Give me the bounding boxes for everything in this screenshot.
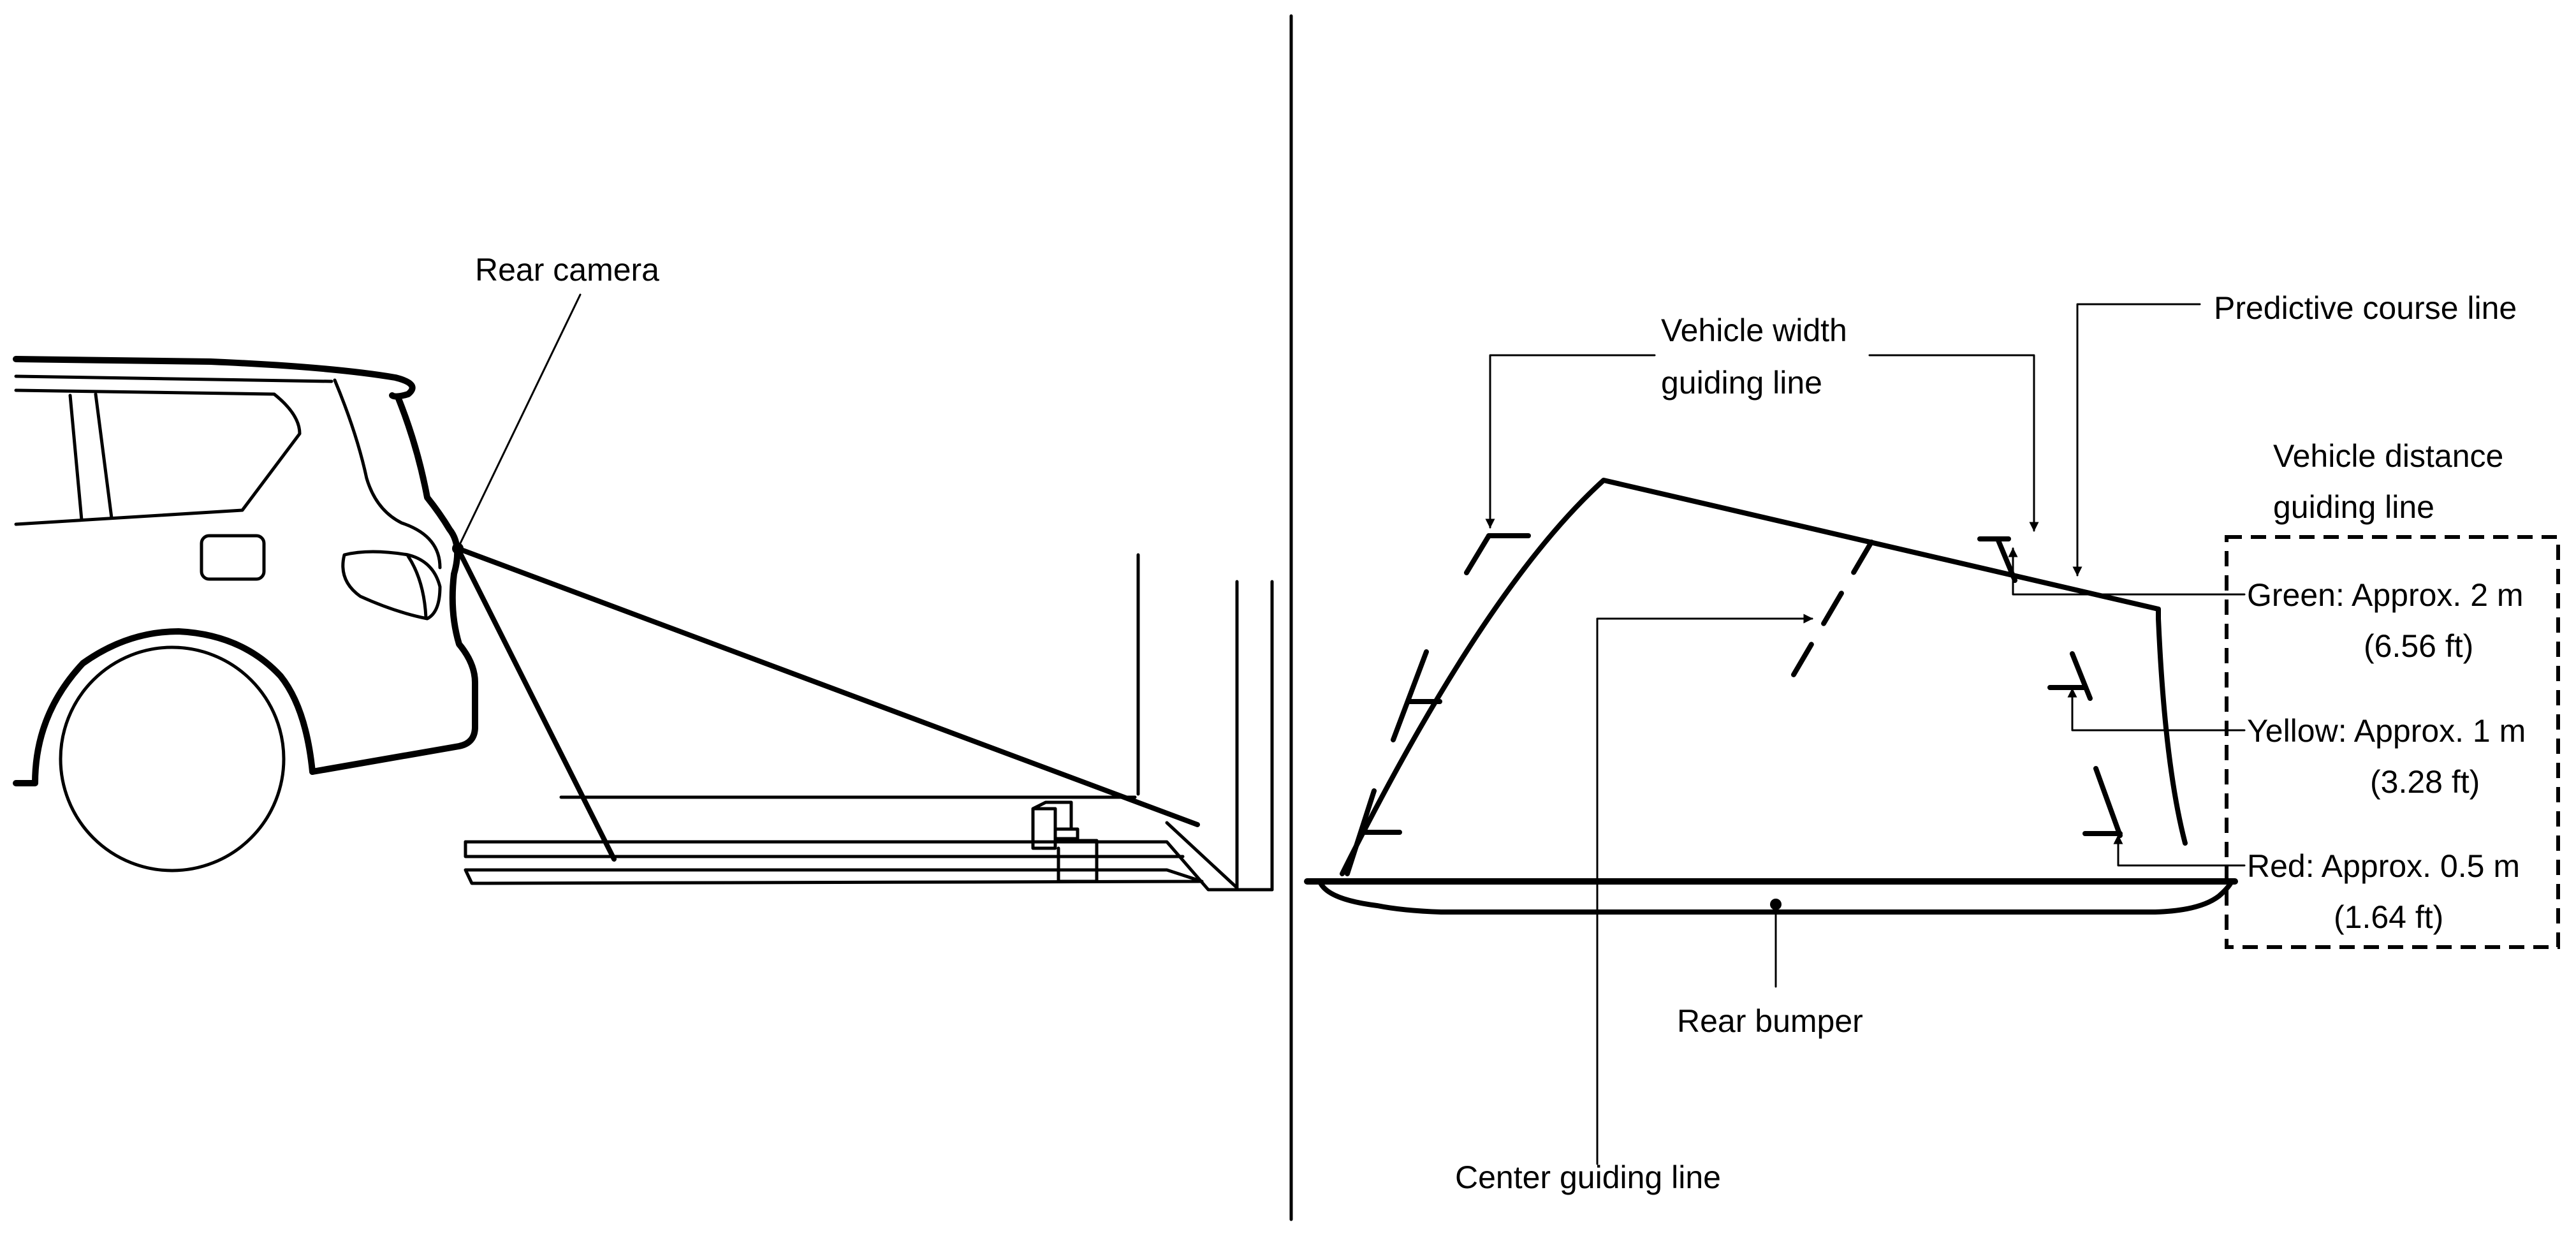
yellow-distance-ft: (3.28 ft) xyxy=(2370,764,2480,800)
camera-lower-ray xyxy=(455,546,617,862)
rear-bumper-outline xyxy=(1317,879,2234,915)
tail-lamp-edge xyxy=(406,554,428,619)
left-width-seg-3 xyxy=(1464,533,1491,575)
fuel-door xyxy=(200,534,266,581)
roof-rail xyxy=(14,374,333,383)
vehicle-roof xyxy=(13,356,416,400)
vehicle-width-leader-left xyxy=(1485,354,1656,529)
vehicle-side-view: Rear camera xyxy=(13,252,1274,892)
green-leader xyxy=(2008,547,2246,596)
tail-lamp xyxy=(341,550,442,621)
vehicle-distance-label-2: guiding line xyxy=(2273,489,2434,525)
rear-pillar xyxy=(333,378,442,570)
predictive-course-leader xyxy=(2072,303,2201,577)
center-guiding-label: Center guiding line xyxy=(1455,1159,1721,1195)
center-guiding-leader xyxy=(1596,614,1813,1165)
rear-bumper-label: Rear bumper xyxy=(1677,1003,1863,1039)
vehicle-width-label-2: guiding line xyxy=(1661,365,1822,401)
camera-screen-view: Rear bumper Center guiding line xyxy=(1304,290,2560,1195)
ground-edge-top xyxy=(464,840,1274,892)
tailgate xyxy=(309,395,478,775)
rear-wheel xyxy=(59,645,286,872)
camera-upper-ray xyxy=(455,546,1200,827)
side-window xyxy=(14,388,302,526)
rear-camera-label: Rear camera xyxy=(475,252,659,288)
wheel-arch xyxy=(13,628,316,786)
yellow-leader xyxy=(2067,688,2246,732)
vehicle-distance-legend-box xyxy=(2225,535,2560,949)
right-width-seg-3 xyxy=(2093,766,2123,838)
green-distance-ft: (6.56 ft) xyxy=(2364,628,2473,664)
predictive-course-label: Predictive course line xyxy=(2214,290,2517,326)
left-width-seg-1 xyxy=(1345,788,1377,876)
right-width-seg-2 xyxy=(2070,651,2093,701)
center-guiding-line xyxy=(1783,540,1874,691)
box-2 xyxy=(1053,827,1079,841)
red-distance-ft: (1.64 ft) xyxy=(2334,899,2443,935)
ground-parking-lines xyxy=(464,553,1274,892)
vehicle-distance-label-1: Vehicle distance xyxy=(2273,438,2503,474)
predictive-course-line xyxy=(1340,478,2188,876)
left-width-seg-2 xyxy=(1391,649,1429,742)
vehicle-width-leader-right xyxy=(1868,354,2039,532)
vehicle-width-label-1: Vehicle width xyxy=(1661,313,1847,348)
box-3 xyxy=(1053,839,1099,883)
yellow-distance-label: Yellow: Approx. 1 m xyxy=(2247,713,2526,749)
red-distance-label: Red: Approx. 0.5 m xyxy=(2247,848,2520,884)
parking-stripe-2 xyxy=(464,868,1204,885)
rear-camera-leader xyxy=(457,293,582,550)
box-1 xyxy=(1031,800,1073,850)
vehicle-width-guiding-line-left xyxy=(1345,533,1531,876)
red-leader xyxy=(2113,834,2246,867)
wall-floor-line xyxy=(1165,821,1239,890)
green-distance-label: Green: Approx. 2 m xyxy=(2247,577,2524,613)
parking-stripe-1-top xyxy=(464,840,1185,858)
window-pillar xyxy=(68,392,113,522)
